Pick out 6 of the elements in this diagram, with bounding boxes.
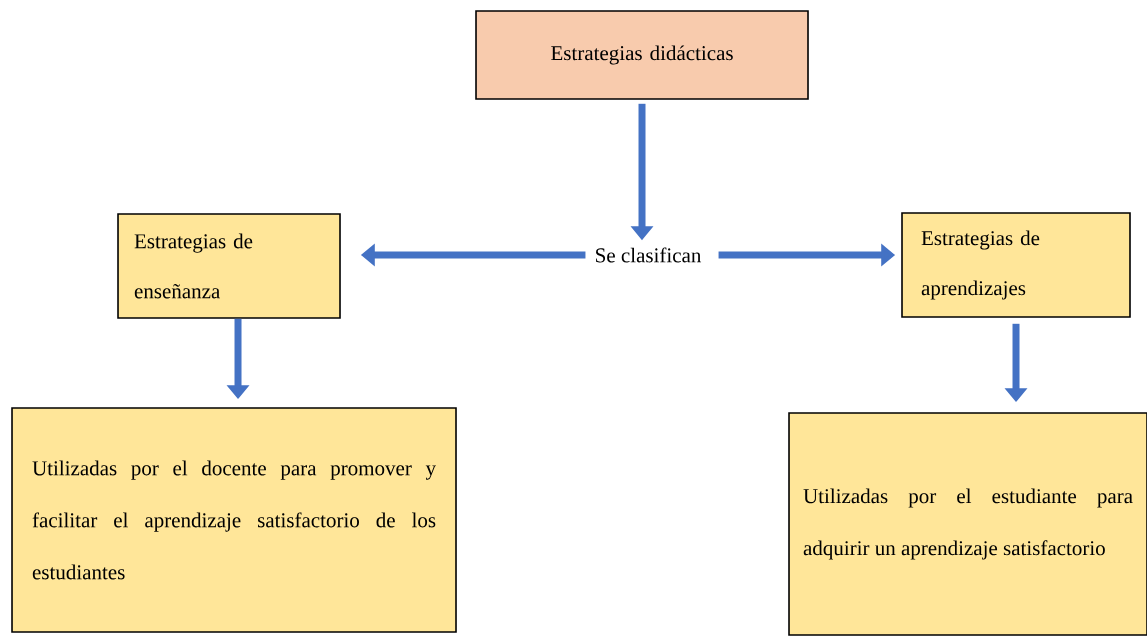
title-box: Estrategias didácticas [475,10,809,100]
category-box: Estrategias de enseñanza [117,213,341,319]
text-label: Se clasifican [591,244,705,266]
description-box: Utilizadas por el estudiante para adquirir un aprendizaje satisfactorio [788,412,1147,636]
category-box: Estrategias de aprendizajes [901,212,1131,318]
description-box: Utilizadas por el docente para promover y facilitar el aprendizaje satisfactorio de los estudiantes [11,407,457,633]
